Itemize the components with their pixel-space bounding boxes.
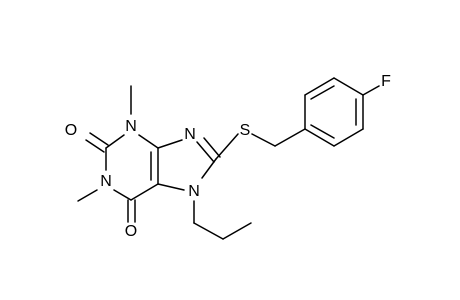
bond-c6-c5 <box>130 183 159 201</box>
bond-c8-n7 <box>201 158 217 179</box>
bonds <box>77 77 380 240</box>
bond-c2-o-top-b <box>85 139 105 153</box>
atom-n9-imine: N <box>184 126 196 143</box>
atom-labels: O N N S F N N O <box>65 73 391 240</box>
bond-ring-inner-3 <box>310 124 335 139</box>
bond-ring-f <box>362 85 380 96</box>
bond-propyl-3 <box>222 222 252 240</box>
bond-s-ch2 <box>251 133 276 147</box>
bond-n9-c8-b <box>203 137 221 158</box>
atom-n7: N <box>188 183 200 200</box>
bond-n1-c6 <box>113 189 132 201</box>
bond-ring-3 <box>333 77 364 96</box>
atom-n3: N <box>125 118 137 135</box>
bond-c2-o-top-a <box>89 132 109 146</box>
atom-o-bottom: O <box>125 223 137 240</box>
bond-c5-n7 <box>157 183 185 191</box>
bond-n9-c8-a <box>196 141 215 163</box>
atom-n1: N <box>100 173 112 190</box>
atom-s: S <box>240 122 251 139</box>
bond-c4-n9 <box>157 139 183 149</box>
atom-o-top: O <box>65 122 77 139</box>
bond-c8-s <box>215 133 239 160</box>
bond-n3-c4 <box>138 134 159 149</box>
bond-c2-n3 <box>105 134 125 149</box>
atom-f: F <box>381 73 391 90</box>
bond-ring-6 <box>304 128 335 147</box>
bond-n1-methyl <box>77 189 98 202</box>
bond-propyl-2 <box>193 222 224 240</box>
bond-ring-5 <box>333 128 364 147</box>
bond-ch2-ring <box>274 128 306 147</box>
bond-ring-2 <box>304 77 335 96</box>
bond-ring-inner-1 <box>310 85 335 100</box>
